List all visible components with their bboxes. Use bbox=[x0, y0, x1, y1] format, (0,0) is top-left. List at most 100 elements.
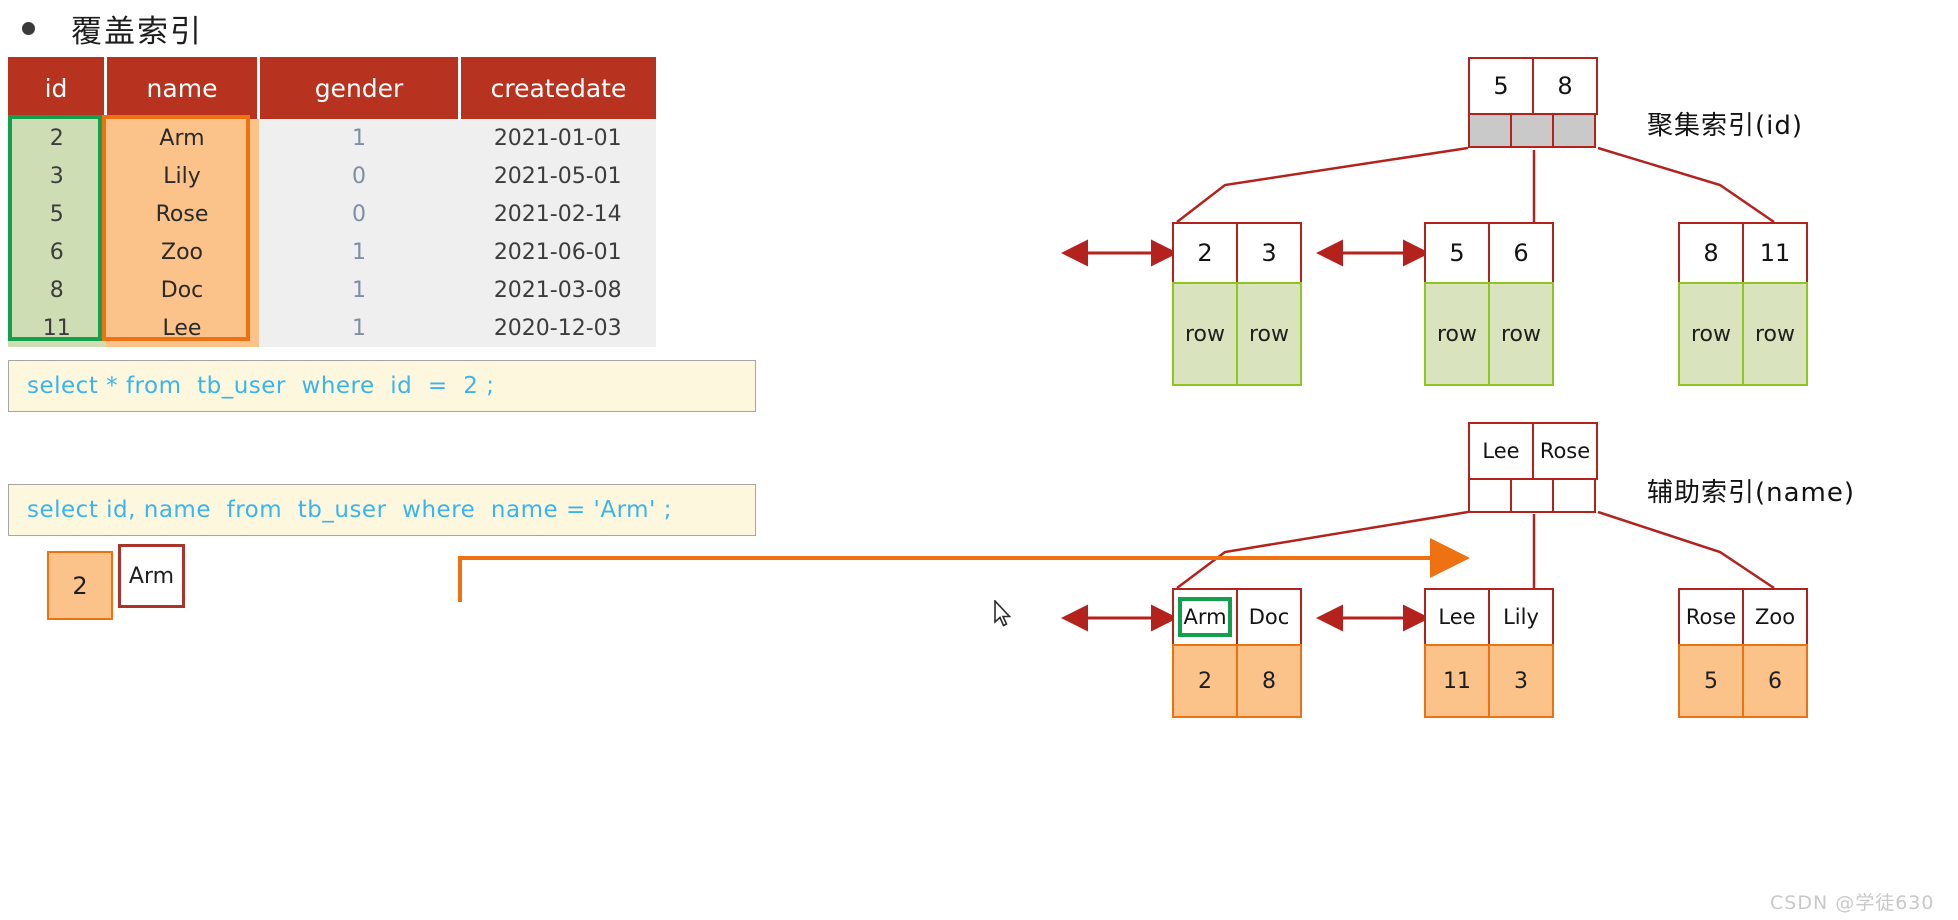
secondary-leaf-key: Rose bbox=[1678, 588, 1744, 646]
cell-gender: 0 bbox=[258, 157, 460, 195]
secondary-root-key: Rose bbox=[1532, 422, 1598, 480]
clustered-leaf-row: row bbox=[1488, 282, 1554, 386]
column-header-createdate: createdate bbox=[459, 57, 656, 119]
clustered-leaf-key: 5 bbox=[1424, 222, 1490, 284]
clustered-leaf-node: 8 11 row row bbox=[1678, 222, 1808, 386]
cell-createdate: 2021-01-01 bbox=[459, 119, 656, 157]
clustered-leaf-row: row bbox=[1678, 282, 1744, 386]
clustered-leaf-payload: row row bbox=[1424, 282, 1554, 386]
clustered-root-key: 5 bbox=[1468, 57, 1534, 115]
secondary-leaf-key: Lily bbox=[1488, 588, 1554, 646]
cell-name: Lee bbox=[105, 309, 259, 347]
cell-gender: 1 bbox=[258, 309, 460, 347]
secondary-leaf-payload: 11 3 bbox=[1424, 644, 1554, 718]
secondary-leaf-key: Doc bbox=[1236, 588, 1302, 646]
clustered-root-pointer bbox=[1552, 113, 1596, 148]
cell-createdate: 2021-02-14 bbox=[459, 195, 656, 233]
cell-gender: 1 bbox=[258, 271, 460, 309]
clustered-root-node: 5 8 bbox=[1468, 57, 1598, 148]
table-row: 2 Arm 1 2021-01-01 bbox=[8, 119, 656, 157]
cell-gender: 1 bbox=[258, 233, 460, 271]
clustered-leaf-payload: row row bbox=[1172, 282, 1302, 386]
secondary-leaf-rowid: 8 bbox=[1236, 644, 1302, 718]
clustered-index-label: 聚集索引(id) bbox=[1647, 111, 1804, 141]
table-row: 3 Lily 0 2021-05-01 bbox=[8, 157, 656, 195]
secondary-leaf-key-highlight-box: Arm bbox=[1178, 597, 1232, 637]
cell-id: 2 bbox=[8, 119, 106, 157]
secondary-root-keys: Lee Rose bbox=[1468, 422, 1598, 480]
clustered-root-pointer bbox=[1468, 113, 1512, 148]
clustered-leaf-key: 6 bbox=[1488, 222, 1554, 284]
secondary-leaf-node: Arm Doc 2 8 bbox=[1172, 588, 1302, 718]
bullet-icon bbox=[22, 22, 35, 35]
cell-name: Lily bbox=[105, 157, 259, 195]
table-row: 5 Rose 0 2021-02-14 bbox=[8, 195, 656, 233]
cell-createdate: 2021-06-01 bbox=[459, 233, 656, 271]
cell-id: 6 bbox=[8, 233, 106, 271]
secondary-leaf-node: Lee Lily 11 3 bbox=[1424, 588, 1554, 718]
secondary-root-pointers bbox=[1468, 478, 1596, 513]
cell-gender: 1 bbox=[258, 119, 460, 157]
clustered-leaf-key: 2 bbox=[1172, 222, 1238, 284]
secondary-index-label: 辅助索引(name) bbox=[1647, 478, 1856, 508]
page-title-text: 覆盖索引 bbox=[71, 14, 203, 50]
clustered-leaf-key: 11 bbox=[1742, 222, 1808, 284]
clustered-leaf-keys: 8 11 bbox=[1678, 222, 1808, 284]
sql-query-box-2[interactable]: select id, name from tb_user where name … bbox=[8, 484, 756, 536]
secondary-leaf-key: Zoo bbox=[1742, 588, 1808, 646]
secondary-leaf-key-highlighted: Arm bbox=[1172, 588, 1238, 646]
clustered-leaf-key: 3 bbox=[1236, 222, 1302, 284]
clustered-leaf-node: 5 6 row row bbox=[1424, 222, 1554, 386]
secondary-leaf-key: Lee bbox=[1424, 588, 1490, 646]
cell-name: Rose bbox=[105, 195, 259, 233]
clustered-leaf-keys: 5 6 bbox=[1424, 222, 1554, 284]
secondary-root-node: Lee Rose bbox=[1468, 422, 1598, 513]
mouse-cursor-icon bbox=[994, 600, 1012, 627]
secondary-leaf-payload: 2 8 bbox=[1172, 644, 1302, 718]
clustered-leaf-row: row bbox=[1424, 282, 1490, 386]
cell-createdate: 2020-12-03 bbox=[459, 309, 656, 347]
cell-id: 3 bbox=[8, 157, 106, 195]
table-row: 11 Lee 1 2020-12-03 bbox=[8, 309, 656, 347]
cell-createdate: 2021-05-01 bbox=[459, 157, 656, 195]
clustered-leaf-row: row bbox=[1742, 282, 1808, 386]
secondary-root-key: Lee bbox=[1468, 422, 1534, 480]
clustered-leaf-key: 8 bbox=[1678, 222, 1744, 284]
query2-result-name: Arm bbox=[118, 544, 185, 608]
clustered-leaf-keys: 2 3 bbox=[1172, 222, 1302, 284]
secondary-leaf-keys: Lee Lily bbox=[1424, 588, 1554, 646]
query2-result-id: 2 bbox=[47, 551, 113, 620]
clustered-root-key: 8 bbox=[1532, 57, 1598, 115]
column-header-id: id bbox=[8, 57, 107, 119]
csdn-watermark: CSDN @学徒630 bbox=[1770, 892, 1935, 914]
secondary-leaf-rowid: 6 bbox=[1742, 644, 1808, 718]
secondary-root-pointer bbox=[1552, 478, 1596, 513]
secondary-leaf-keys: Arm Doc bbox=[1172, 588, 1302, 646]
clustered-root-keys: 5 8 bbox=[1468, 57, 1598, 115]
sql-query-box-1[interactable]: select * from tb_user where id = 2 ; bbox=[8, 360, 756, 412]
secondary-leaf-rowid: 5 bbox=[1678, 644, 1744, 718]
cell-id: 8 bbox=[8, 271, 106, 309]
secondary-leaf-rowid: 3 bbox=[1488, 644, 1554, 718]
clustered-leaf-row: row bbox=[1236, 282, 1302, 386]
secondary-leaf-keys: Rose Zoo bbox=[1678, 588, 1808, 646]
secondary-root-pointer bbox=[1510, 478, 1554, 513]
page-title: 覆盖索引 bbox=[22, 6, 203, 51]
secondary-root-pointer bbox=[1468, 478, 1512, 513]
secondary-leaf-node: Rose Zoo 5 6 bbox=[1678, 588, 1808, 718]
secondary-leaf-rowid: 11 bbox=[1424, 644, 1490, 718]
cell-gender: 0 bbox=[258, 195, 460, 233]
clustered-leaf-payload: row row bbox=[1678, 282, 1808, 386]
cell-name: Doc bbox=[105, 271, 259, 309]
secondary-leaf-payload: 5 6 bbox=[1678, 644, 1808, 718]
sql-query-text-1: select * from tb_user where id = 2 ; bbox=[27, 373, 495, 399]
column-header-gender: gender bbox=[258, 57, 461, 119]
table-row: 8 Doc 1 2021-03-08 bbox=[8, 271, 656, 309]
clustered-leaf-row: row bbox=[1172, 282, 1238, 386]
cell-name: Zoo bbox=[105, 233, 259, 271]
cell-id: 5 bbox=[8, 195, 106, 233]
table-row: 6 Zoo 1 2021-06-01 bbox=[8, 233, 656, 271]
cell-id: 11 bbox=[8, 309, 106, 347]
column-header-name: name bbox=[105, 57, 260, 119]
secondary-leaf-rowid: 2 bbox=[1172, 644, 1238, 718]
